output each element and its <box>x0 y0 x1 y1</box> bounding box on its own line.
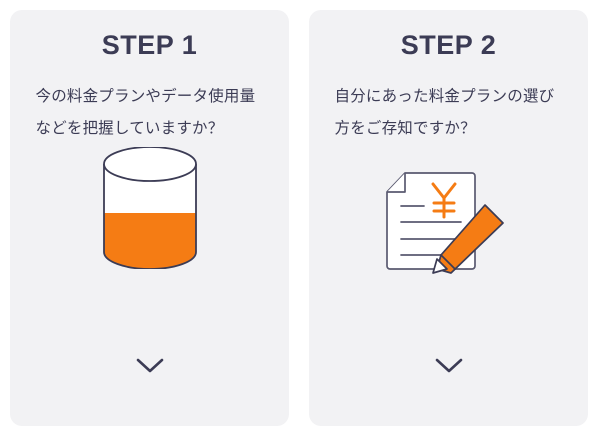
step-chevron-wrap-1[interactable] <box>10 357 289 374</box>
step-illustration-1 <box>10 145 289 426</box>
step-card-1[interactable]: STEP 1 今の料金プランやデータ使用量などを把握していますか？ <box>10 10 289 426</box>
chevron-down-icon[interactable] <box>135 357 165 374</box>
document-with-pencil-icon <box>379 151 519 281</box>
yen-symbol <box>431 182 456 219</box>
cylinder-gauge-icon <box>100 147 200 270</box>
chevron-down-icon[interactable] <box>434 357 464 374</box>
step-chevron-wrap-2[interactable] <box>309 357 588 374</box>
step-title-2: STEP 2 <box>400 30 497 60</box>
orange-pencil <box>431 204 504 275</box>
step-body-2: 自分にあった料金プランの選び方をご存知ですか？ <box>334 88 555 138</box>
step-card-2[interactable]: STEP 2 自分にあった料金プランの選び方をご存知ですか？ <box>309 10 588 426</box>
step-body-1: 今の料金プランやデータ使用量などを把握していますか？ <box>35 88 256 138</box>
step-illustration-2 <box>309 145 588 426</box>
step-title-1: STEP 1 <box>101 30 198 60</box>
